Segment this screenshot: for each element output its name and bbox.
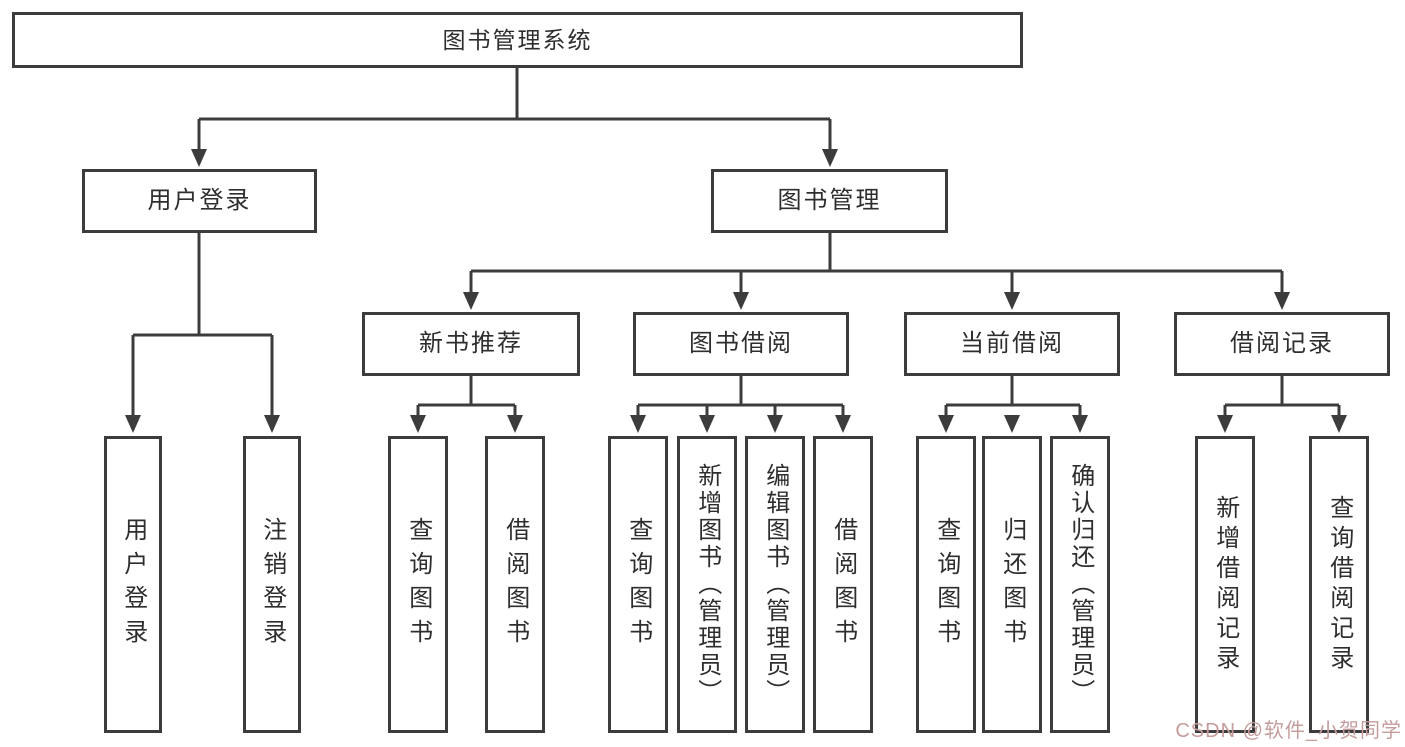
leaf-user-login: 用户登录 <box>104 436 162 733</box>
node-book-borrowing: 图书借阅 <box>633 312 849 376</box>
leaf-recommend-borrow-books: 借阅图书 <box>485 436 545 733</box>
node-new-book-recommendation: 新书推荐 <box>362 312 580 376</box>
node-library-management-system: 图书管理系统 <box>12 12 1023 68</box>
leaf-borrow-add-books-admin: 新增图书（管理员） <box>677 436 737 733</box>
leaf-borrow-query-books: 查询图书 <box>608 436 668 733</box>
node-book-management: 图书管理 <box>711 169 948 233</box>
leaf-current-query-books: 查询图书 <box>916 436 976 733</box>
leaf-records-query-borrow-record: 查询借阅记录 <box>1309 436 1369 733</box>
leaf-recommend-query-books: 查询图书 <box>388 436 448 733</box>
node-borrowing-records: 借阅记录 <box>1174 312 1390 376</box>
node-current-borrowing: 当前借阅 <box>904 312 1120 376</box>
leaf-records-add-borrow-record: 新增借阅记录 <box>1195 436 1255 733</box>
leaf-borrow-borrow-books: 借阅图书 <box>813 436 873 733</box>
watermark-text: CSDN @软件_小贺同学 <box>1175 720 1402 742</box>
leaf-borrow-edit-books-admin: 编辑图书（管理员） <box>745 436 805 733</box>
leaf-current-confirm-return-admin: 确认归还（管理员） <box>1050 436 1110 733</box>
node-user-login: 用户登录 <box>82 169 317 233</box>
leaf-logout: 注销登录 <box>243 436 301 733</box>
leaf-current-return-books: 归还图书 <box>982 436 1042 733</box>
